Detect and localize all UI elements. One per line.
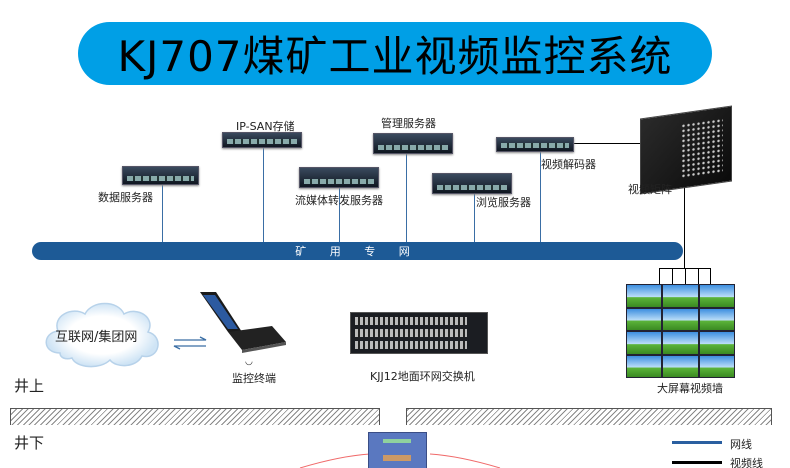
video-wall-label: 大屏幕视频墙 [657,382,723,395]
legend-label-network: 网线 [730,438,752,451]
underground-station-device [368,432,427,468]
zone-above-label: 井上 [14,377,45,395]
data-server-device [122,166,199,185]
video-link-drop [698,268,699,285]
wireless-range-arc [299,453,501,468]
mine-network-bus: 矿 用 专 网 [32,242,683,260]
legend-swatch-video [672,461,722,464]
matrix-label: 视频矩阵 [628,183,672,196]
video-link-matrix-down [684,185,685,268]
mgmt-server-label: 管理服务器 [381,117,436,130]
cloud-label: 互联网/集团网 [55,330,138,345]
legend-swatch-network [672,441,722,444]
browse-server-device [432,173,512,194]
link-data-server [162,183,163,243]
video-link-drop [672,268,673,285]
zone-below-label: 井下 [14,434,45,452]
link-stream-server [339,187,340,243]
decoder-device [496,137,574,152]
video-link-decoder-matrix [573,143,643,144]
ip-san-label: IP-SAN存储 [236,120,295,133]
ip-san-device [222,132,302,148]
laptop-icon [200,292,286,353]
legend-label-video: 视频线 [730,457,763,468]
stream-server-device [299,167,379,188]
stream-server-label: 流媒体转发服务器 [295,194,383,207]
decoder-label: 视频解码器 [541,158,596,171]
page-title: KJ707煤矿工业视频监控系统 [78,22,712,85]
browse-server-label: 浏览服务器 [476,196,531,209]
switch-device [350,312,488,354]
link-ip-san [263,148,264,243]
video-link-drop [659,268,660,285]
video-link-drop [685,268,686,285]
ground-strip-right [406,408,772,425]
exchange-arrows-icon [173,336,207,350]
cloud-icon [45,302,159,368]
link-decoder [540,150,541,243]
switch-label: KJJ12地面环网交换机 [370,370,475,383]
mgmt-server-device [373,133,453,154]
terminal-label: 监控终端 [232,372,276,385]
link-mgmt-server [406,153,407,243]
ground-strip-left [10,408,380,425]
video-link-drop [710,268,711,285]
wireless-icon: ◡ [245,357,253,367]
video-wall [626,284,735,378]
data-server-label: 数据服务器 [98,191,153,204]
link-browse-server [474,192,475,243]
